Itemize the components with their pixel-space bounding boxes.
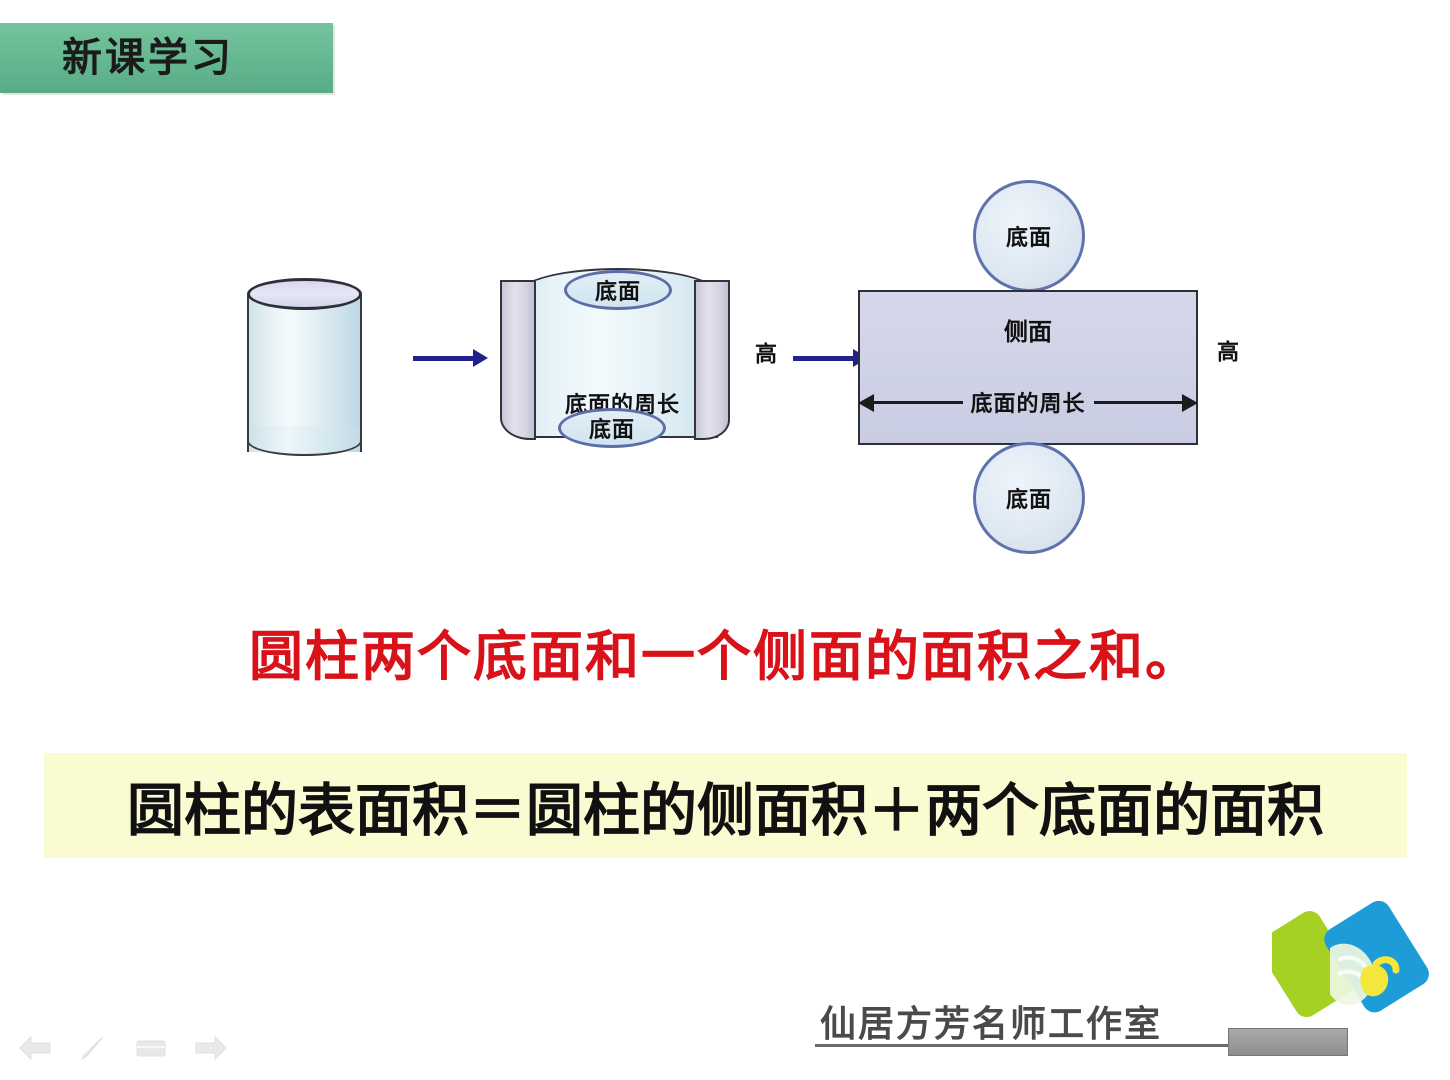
cylinder-figure xyxy=(247,278,362,468)
net-lateral-rectangle: 侧面 底面的周长 xyxy=(858,290,1198,445)
net-circumference-dimension: 底面的周长 xyxy=(858,390,1198,417)
surface-area-formula: 圆柱的表面积＝圆柱的侧面积＋两个底面的面积 xyxy=(127,777,1324,844)
net-top-base-label: 底面 xyxy=(1005,225,1052,251)
pen-icon[interactable] xyxy=(78,1034,108,1062)
net-lateral-label: 侧面 xyxy=(1004,317,1052,346)
conclusion-text: 圆柱两个底面和一个侧面的面积之和。 xyxy=(249,624,1201,688)
unrolled-top-base-label: 底面 xyxy=(594,279,641,305)
unrolled-right-flap xyxy=(694,280,730,440)
workshop-brand-text: 仙居方芳名师工作室 xyxy=(820,1003,1163,1045)
lesson-section-banner: 新课学习 xyxy=(0,23,333,93)
dimension-arrow-right-icon xyxy=(1093,393,1198,412)
slide-nav-toolbar[interactable] xyxy=(18,1034,228,1062)
unrolled-bottom-base-ellipse: 底面 xyxy=(558,408,666,448)
cylinder-top-ellipse xyxy=(247,278,362,310)
net-bottom-base-label: 底面 xyxy=(1005,487,1052,513)
net-height-label: 高 xyxy=(1213,340,1239,362)
unrolled-top-base-ellipse: 底面 xyxy=(564,270,672,310)
formula-band: 圆柱的表面积＝圆柱的侧面积＋两个底面的面积 xyxy=(44,753,1407,858)
workshop-brand: 仙居方芳名师工作室 xyxy=(820,995,1220,1047)
flow-arrow-1-icon xyxy=(413,349,488,367)
flow-arrow-2-icon xyxy=(793,349,868,367)
unrolled-bottom-base-label: 底面 xyxy=(588,417,635,443)
cylinder-bottom-edge xyxy=(247,426,362,456)
dimension-arrow-left-icon xyxy=(858,393,963,412)
cylinder-net-figure: 底面 侧面 底面的周长 高 底面 xyxy=(855,170,1255,570)
unrolled-left-flap xyxy=(500,280,536,440)
diagram-area: 底面的周长 底面 底面 高 底面 侧面 底面的周长 xyxy=(0,150,1450,580)
footer-divider xyxy=(815,1044,1230,1047)
forward-arrow-icon[interactable] xyxy=(194,1034,228,1062)
net-bottom-base-circle: 底面 xyxy=(973,442,1085,554)
note-rectangle-icon[interactable] xyxy=(134,1034,168,1062)
net-circumference-label: 底面的周长 xyxy=(970,391,1086,417)
unrolled-height-label: 高 xyxy=(751,342,777,364)
unrolled-cylinder-figure: 底面的周长 底面 底面 xyxy=(498,258,736,458)
workshop-logo-icon xyxy=(1258,890,1432,1055)
lesson-section-title: 新课学习 xyxy=(62,34,234,81)
back-arrow-icon[interactable] xyxy=(18,1034,52,1062)
net-top-base-circle: 底面 xyxy=(973,180,1085,292)
footer-base-block xyxy=(1228,1028,1348,1056)
